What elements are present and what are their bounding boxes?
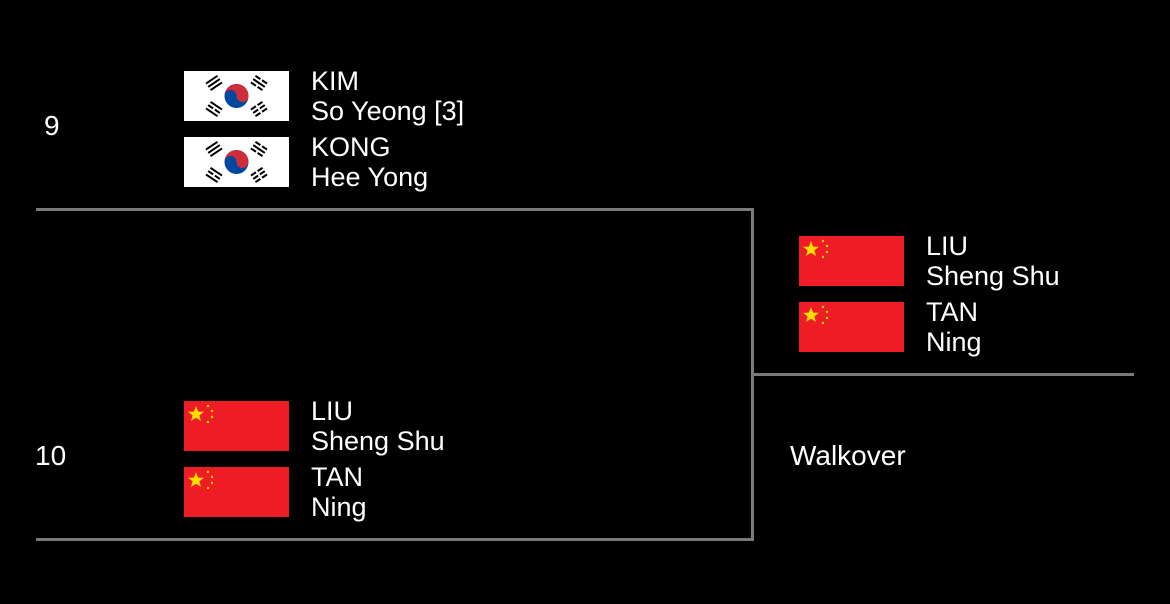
china-flag-icon bbox=[184, 467, 289, 517]
bracket-line-bottom bbox=[36, 538, 754, 541]
match-number-9: 9 bbox=[44, 110, 60, 141]
bracket-line-top bbox=[36, 208, 754, 211]
winner-tan-ning[interactable]: TAN Ning bbox=[799, 297, 982, 357]
player-kim-so-yeong[interactable]: KIM So Yeong [3] bbox=[184, 66, 464, 126]
player-surname: TAN bbox=[311, 462, 363, 492]
player-given-name: Sheng Shu bbox=[311, 426, 445, 456]
player-liu-sheng-shu[interactable]: LIU Sheng Shu bbox=[184, 396, 445, 456]
china-flag-icon bbox=[184, 401, 289, 451]
player-surname: KIM bbox=[311, 66, 360, 96]
player-name: TAN Ning bbox=[926, 297, 982, 357]
player-name: KONG Hee Yong bbox=[311, 132, 428, 192]
player-name: LIU Sheng Shu bbox=[311, 396, 445, 456]
player-given-name: Ning bbox=[926, 327, 982, 357]
korea-flag-icon bbox=[184, 71, 289, 121]
player-given-name: Sheng Shu bbox=[926, 261, 1060, 291]
china-flag-icon bbox=[799, 302, 904, 352]
player-surname: LIU bbox=[926, 231, 969, 261]
player-given-name: Ning bbox=[311, 492, 367, 522]
bracket-line-winner bbox=[751, 373, 1134, 376]
player-given-name: Hee Yong bbox=[311, 162, 429, 192]
player-tan-ning[interactable]: TAN Ning bbox=[184, 462, 367, 522]
player-name: LIU Sheng Shu bbox=[926, 231, 1060, 291]
player-given-name: So Yeong [3] bbox=[311, 96, 465, 126]
player-surname: TAN bbox=[926, 297, 978, 327]
player-name: TAN Ning bbox=[311, 462, 367, 522]
korea-flag-icon bbox=[184, 137, 289, 187]
china-flag-icon bbox=[799, 236, 904, 286]
player-name: KIM So Yeong [3] bbox=[311, 66, 464, 126]
match-result: Walkover bbox=[790, 440, 906, 471]
player-kong-hee-yong[interactable]: KONG Hee Yong bbox=[184, 132, 428, 192]
winner-liu-sheng-shu[interactable]: LIU Sheng Shu bbox=[799, 231, 1060, 291]
player-surname: KONG bbox=[311, 132, 391, 162]
player-surname: LIU bbox=[311, 396, 354, 426]
match-number-10: 10 bbox=[35, 440, 67, 471]
